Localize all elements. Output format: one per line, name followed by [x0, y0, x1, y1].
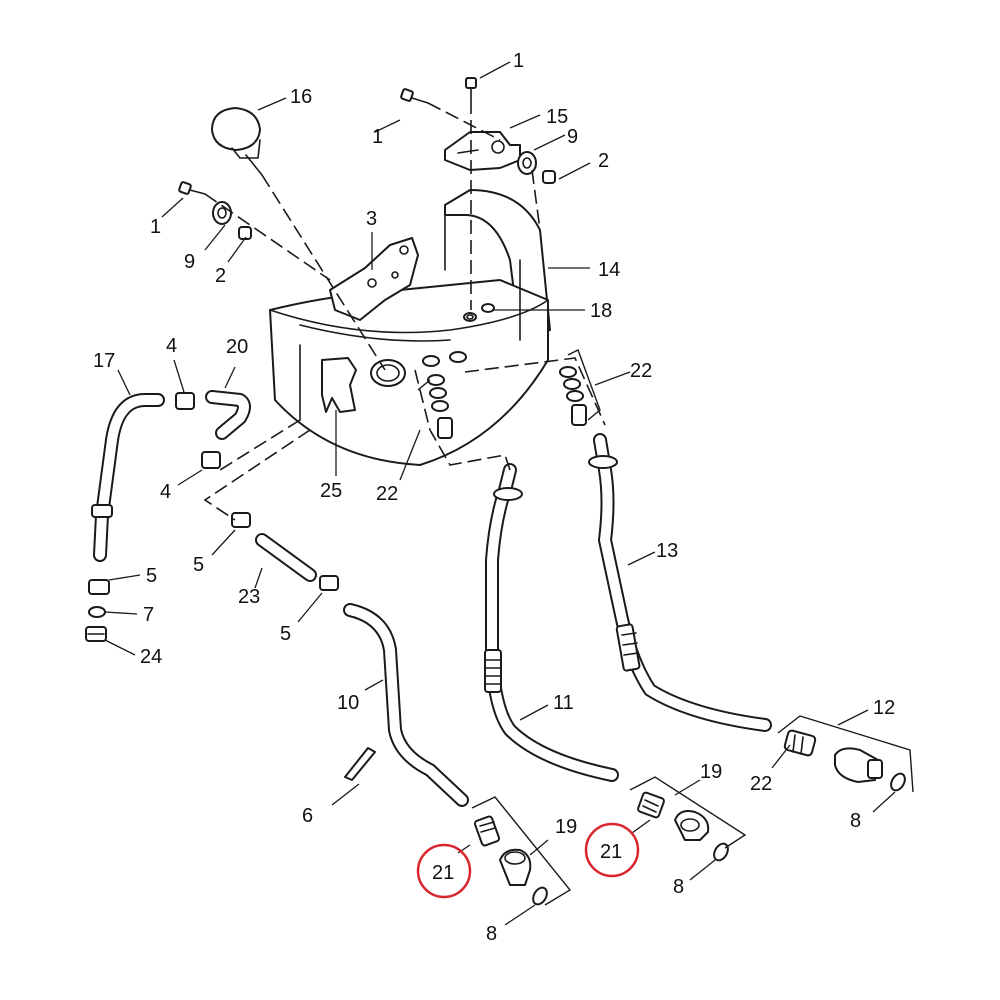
callout-9-lower: 9 — [184, 251, 195, 273]
adapter-12 — [834, 747, 883, 783]
callout-3: 3 — [366, 208, 377, 230]
callout-14: 14 — [598, 259, 620, 281]
pipe-13 — [588, 433, 772, 732]
clamp-4-lower — [201, 451, 221, 469]
callout-6: 6 — [302, 805, 313, 827]
callout-1-top: 1 — [513, 50, 524, 72]
callout-4-upper: 4 — [166, 335, 177, 357]
group-brackets — [417, 349, 914, 906]
adapter-19-right — [674, 810, 710, 841]
highlight-ring-21-left — [416, 843, 472, 899]
fittings-22-left — [427, 374, 453, 439]
adapter-22-lower — [783, 729, 817, 757]
fittings-22-right — [559, 366, 587, 426]
callout-12: 12 — [873, 697, 895, 719]
hose-23 — [255, 533, 317, 582]
washer-upper — [517, 151, 556, 184]
clamp-5-lower — [319, 575, 339, 591]
callout-21-left: 21 — [432, 862, 454, 884]
callout-23: 23 — [238, 586, 260, 608]
callout-2-upper: 2 — [598, 150, 609, 172]
callout-8-left: 8 — [486, 923, 497, 945]
clamp-5-mid — [231, 512, 251, 528]
washers-18 — [466, 314, 474, 320]
assembly-lines — [203, 100, 606, 521]
clip-6 — [344, 747, 376, 781]
hydraulic-tank — [269, 189, 551, 466]
bolt-top-right — [465, 77, 477, 101]
callout-15: 15 — [546, 106, 568, 128]
leader-lines — [104, 61, 896, 926]
callout-8-right: 8 — [673, 876, 684, 898]
callout-25: 25 — [320, 480, 342, 502]
callout-22-lower: 22 — [750, 773, 772, 795]
fitting-21-right — [637, 791, 665, 819]
filler-cap — [211, 107, 263, 176]
callout-19-left: 19 — [555, 816, 577, 838]
callout-2-lower: 2 — [215, 265, 226, 287]
callout-1-mid: 1 — [372, 126, 383, 148]
callout-17: 17 — [93, 350, 115, 372]
o-ring-8-right — [713, 842, 729, 862]
callout-13: 13 — [656, 540, 678, 562]
elbow-hose-20 — [205, 390, 251, 440]
callout-16: 16 — [290, 86, 312, 108]
callout-21-right: 21 — [600, 841, 622, 863]
callout-22-left: 22 — [376, 483, 398, 505]
fitting-21-left — [473, 815, 501, 847]
o-ring-8-far-right — [890, 772, 906, 792]
callout-labels: 1 1 1 15 9 2 16 3 9 2 14 18 17 4 20 22 4… — [93, 50, 895, 945]
callout-5-lower: 5 — [280, 623, 291, 645]
o-ring-7 — [88, 606, 106, 618]
bolt-left — [178, 181, 206, 195]
bracket-plate — [444, 131, 521, 171]
callout-4-lower: 4 — [160, 481, 171, 503]
callout-8-far-right: 8 — [850, 810, 861, 832]
callout-22-right: 22 — [630, 360, 652, 382]
callout-18: 18 — [590, 300, 612, 322]
washer-lower — [212, 201, 252, 240]
highlight-ring-21-right — [584, 822, 640, 878]
callout-7: 7 — [143, 604, 154, 626]
callout-5-mid: 5 — [193, 554, 204, 576]
clamp-5-left — [88, 579, 110, 595]
hose-17 — [91, 393, 165, 562]
callout-5-left: 5 — [146, 565, 157, 587]
pipe-11 — [484, 463, 619, 782]
bolt-top-left — [400, 88, 429, 104]
pipe-10 — [343, 603, 469, 807]
adapter-19-left — [499, 848, 532, 886]
callout-19-right: 19 — [700, 761, 722, 783]
plug-24 — [85, 626, 107, 642]
callout-11: 11 — [553, 692, 574, 714]
callout-24: 24 — [140, 646, 162, 668]
callout-9-upper: 9 — [567, 126, 578, 148]
callout-20: 20 — [226, 336, 248, 358]
o-ring-8-left — [532, 886, 548, 906]
clamp-4-upper — [175, 392, 195, 410]
callout-1-left: 1 — [150, 216, 161, 238]
callout-10: 10 — [337, 692, 359, 714]
